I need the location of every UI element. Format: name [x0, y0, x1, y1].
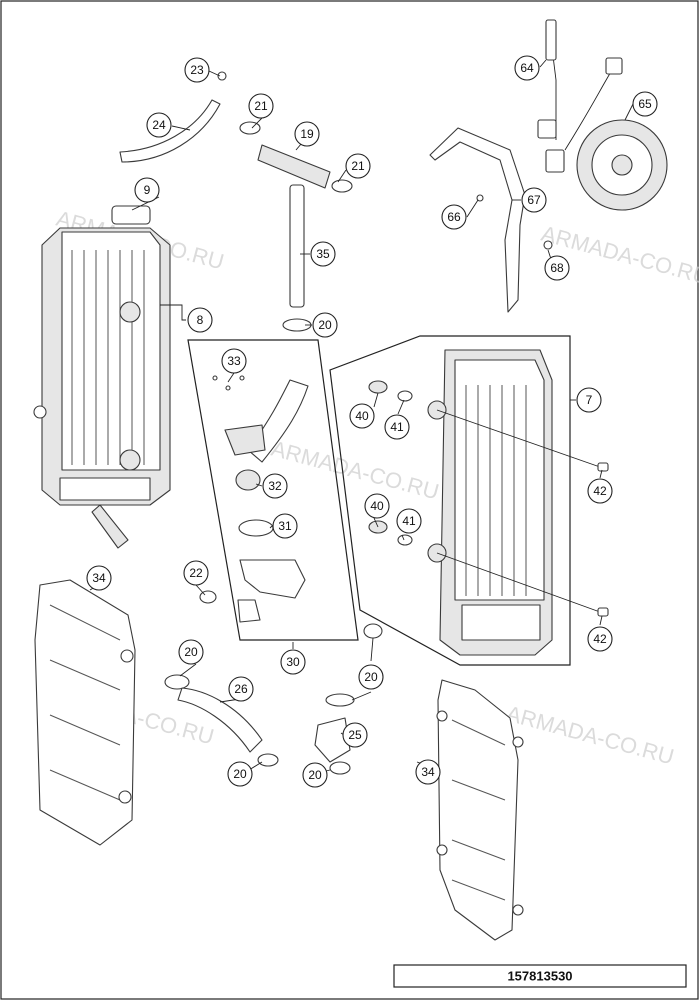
svg-text:25: 25	[348, 728, 362, 742]
svg-text:40: 40	[370, 499, 384, 513]
right-radiator	[329, 335, 609, 666]
callout-26: 26	[228, 676, 254, 702]
callout-23: 23	[184, 57, 210, 83]
callout-22: 22	[183, 560, 209, 586]
callout-21: 21	[345, 153, 371, 179]
callouts: 23 24 21 19 21 9 35 8 20 64 65 66 67 68 …	[86, 55, 658, 788]
callout-67: 67	[521, 187, 547, 213]
callout-19: 19	[294, 121, 320, 147]
svg-text:65: 65	[638, 97, 652, 111]
callout-20: 20	[312, 312, 338, 338]
svg-text:67: 67	[527, 193, 541, 207]
svg-text:68: 68	[550, 261, 564, 275]
svg-text:21: 21	[351, 159, 365, 173]
callout-42: 42	[587, 478, 613, 504]
callout-31: 31	[272, 513, 298, 539]
svg-text:64: 64	[520, 61, 534, 75]
callout-20: 20	[358, 664, 384, 690]
callout-68: 68	[544, 255, 570, 281]
callout-41: 41	[396, 508, 422, 534]
svg-text:21: 21	[254, 99, 268, 113]
svg-text:20: 20	[364, 670, 378, 684]
callout-30: 30	[280, 649, 306, 675]
hose-26	[177, 687, 263, 753]
breather-hose	[119, 99, 221, 163]
svg-text:23: 23	[190, 63, 204, 77]
svg-text:40: 40	[355, 409, 369, 423]
coolant-pipe	[289, 184, 305, 308]
watermark-3: ARMADA-CO.RU	[269, 436, 442, 505]
callout-34: 34	[86, 565, 112, 591]
callout-20: 20	[227, 761, 253, 787]
callout-64: 64	[514, 55, 540, 81]
callout-34: 34	[415, 759, 441, 785]
callout-21: 21	[248, 93, 274, 119]
svg-text:30: 30	[286, 655, 300, 669]
fan-assembly	[429, 19, 668, 313]
callout-35: 35	[310, 241, 336, 267]
callout-42: 42	[587, 626, 613, 652]
svg-text:20: 20	[318, 318, 332, 332]
fan-bracket	[429, 127, 526, 313]
svg-text:20: 20	[233, 767, 247, 781]
svg-text:20: 20	[184, 645, 198, 659]
svg-text:42: 42	[593, 484, 607, 498]
callout-40: 40	[349, 403, 375, 429]
upper-hoses	[119, 71, 353, 332]
callout-20: 20	[178, 639, 204, 665]
callout-41: 41	[384, 414, 410, 440]
o-ring	[238, 519, 274, 537]
callout-9: 9	[134, 177, 160, 203]
reference-number: 157813530	[507, 969, 572, 984]
callout-8: 8	[187, 307, 213, 333]
callout-25: 25	[342, 722, 368, 748]
svg-text:34: 34	[421, 765, 435, 779]
left-shroud	[34, 579, 136, 846]
callout-7: 7	[576, 387, 602, 413]
lower-hoses	[164, 590, 383, 775]
svg-text:22: 22	[189, 566, 203, 580]
svg-text:7: 7	[586, 393, 593, 407]
svg-text:66: 66	[447, 210, 461, 224]
watermark-5: ARMADA-CO.RU	[504, 701, 677, 770]
svg-text:41: 41	[402, 514, 416, 528]
svg-text:32: 32	[268, 479, 282, 493]
right-shroud	[436, 679, 524, 941]
thermostat-group	[187, 339, 359, 641]
callout-40: 40	[364, 493, 390, 519]
callout-24: 24	[146, 112, 172, 138]
svg-text:19: 19	[300, 127, 314, 141]
svg-text:26: 26	[234, 682, 248, 696]
thermostat-housing	[239, 559, 306, 599]
svg-text:8: 8	[197, 313, 204, 327]
callout-65: 65	[632, 91, 658, 117]
hose-25	[314, 717, 351, 763]
svg-text:33: 33	[227, 354, 241, 368]
t-piece	[257, 144, 331, 189]
svg-text:9: 9	[144, 183, 151, 197]
svg-text:24: 24	[152, 118, 166, 132]
svg-text:20: 20	[308, 768, 322, 782]
svg-text:31: 31	[278, 519, 292, 533]
callout-66: 66	[441, 204, 467, 230]
callout-33: 33	[221, 348, 247, 374]
callout-32: 32	[262, 473, 288, 499]
reference-number-box: 157813530	[393, 964, 687, 988]
svg-text:35: 35	[316, 247, 330, 261]
left-radiator	[33, 205, 171, 549]
svg-text:41: 41	[390, 420, 404, 434]
thermostat	[235, 469, 261, 491]
svg-text:34: 34	[92, 571, 106, 585]
svg-text:42: 42	[593, 632, 607, 646]
radiator-cap	[111, 205, 151, 225]
callout-20: 20	[302, 762, 328, 788]
